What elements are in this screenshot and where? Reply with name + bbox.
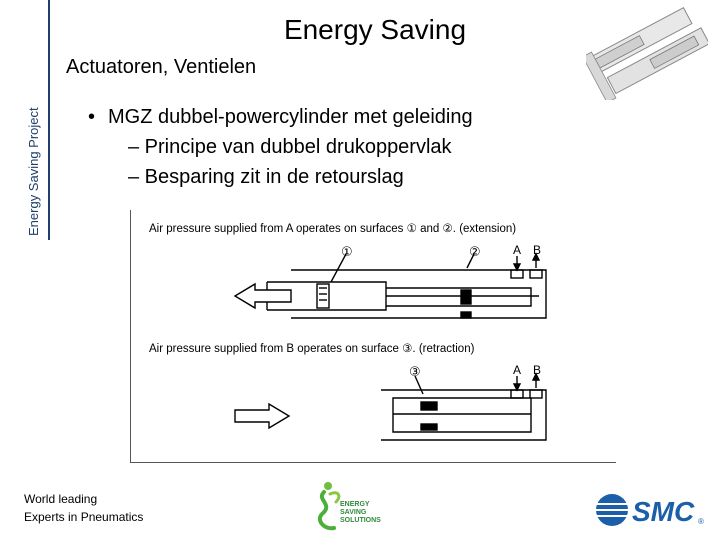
marker-3: ③ (409, 365, 421, 380)
port-b-bottom: B (533, 363, 541, 377)
marker-2: ② (469, 245, 481, 260)
page-subtitle: Actuatoren, Ventielen (66, 56, 257, 78)
port-a-top: A (513, 243, 521, 257)
arrow-extension (233, 282, 292, 310)
page-title: Energy Saving (283, 14, 467, 45)
cylinder-diagram: Air pressure supplied from A operates on… (130, 210, 616, 463)
smc-wordmark: SMC (632, 496, 695, 527)
product-image (586, 7, 708, 100)
bullet-sub-1: – Principe van dubbel drukoppervlak (128, 136, 452, 158)
sidebar-label: Energy Saving Project (26, 107, 41, 236)
diagram-caption-bottom: Air pressure supplied from B operates on… (149, 343, 475, 355)
cylinder-retraction (381, 372, 547, 441)
arrow-retraction (234, 402, 291, 430)
es-line-2: SAVING (340, 509, 367, 516)
sidebar-divider (48, 0, 50, 240)
footer-line-2: Experts in Pneumatics (24, 510, 144, 524)
cylinder-extension (266, 252, 547, 319)
smc-logo: SMC ® (596, 494, 704, 527)
bullet-main: MGZ dubbel-powercylinder met geleiding (88, 102, 473, 132)
marker-1: ① (341, 245, 353, 260)
footer-line-1: World leading (24, 492, 98, 506)
port-b-top: B (533, 243, 541, 257)
port-a-bottom: A (513, 363, 521, 377)
es-line-3: SOLUTIONS (340, 517, 381, 524)
bullet-list: MGZ dubbel-powercylinder met geleiding –… (88, 102, 473, 192)
energy-saving-logo (317, 482, 341, 531)
footer-tagline: World leading Experts in Pneumatics (24, 490, 143, 526)
energy-saving-wordmark: ENERGY SAVING SOLUTIONS (340, 501, 381, 525)
sidebar: Energy Saving Project (0, 0, 48, 240)
es-line-1: ENERGY (340, 501, 370, 508)
diagram-caption-top: Air pressure supplied from A operates on… (149, 223, 516, 235)
registered-mark: ® (698, 517, 704, 526)
bullet-sub-2: – Besparing zit in de retourslag (128, 166, 404, 188)
